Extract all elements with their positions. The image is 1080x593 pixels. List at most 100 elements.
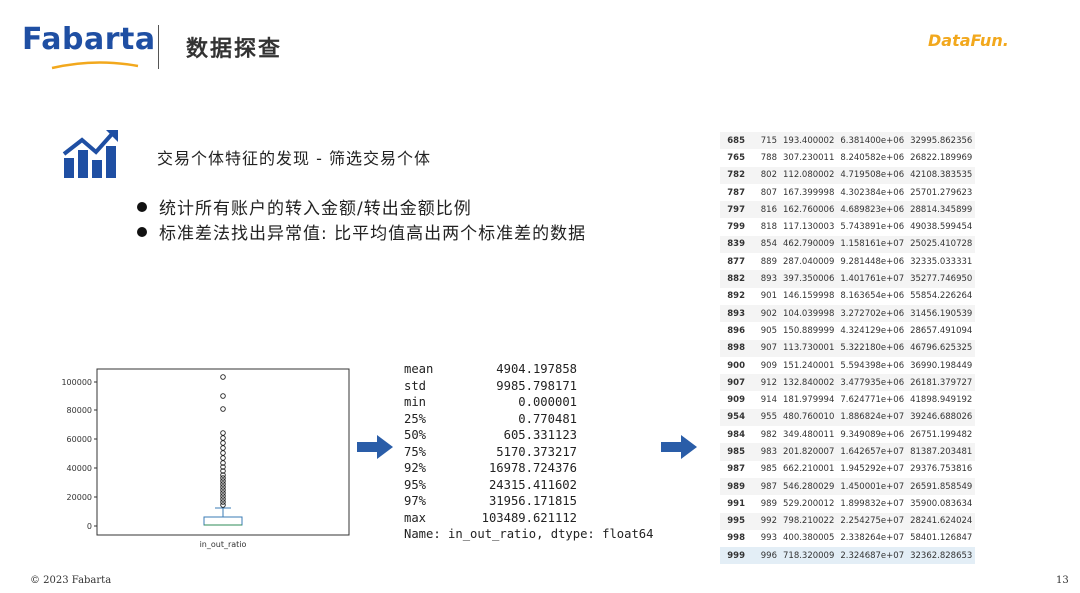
copyright: © 2023 Fabarta xyxy=(30,575,112,586)
table-cell: 4.324129e+06 xyxy=(840,325,905,336)
table-cell: 26181.379727 xyxy=(907,374,976,392)
row-index: 797 xyxy=(720,201,748,219)
xaxis-label: in_out_ratio xyxy=(200,540,247,549)
table-cell: 798.210022 xyxy=(780,512,838,530)
row-index: 909 xyxy=(727,395,745,406)
boxplot-chart: 100000 80000 60000 40000 20000 0 xyxy=(61,368,350,549)
table-cell: 546.280029 xyxy=(780,477,838,496)
ytick-label: 0 xyxy=(87,522,92,531)
bullet-list: 统计所有账户的转入金额/转出金额比例 标准差法找出异常值: 比平均值高出两个标准… xyxy=(137,197,586,247)
row-index: 989 xyxy=(720,477,748,496)
row-index: 900 xyxy=(727,360,745,371)
table-cell: 1.886824e+07 xyxy=(837,408,908,427)
table-cell: 807 xyxy=(760,187,777,198)
table-cell: 907 xyxy=(748,339,780,357)
row-index: 892 xyxy=(727,291,745,302)
table-cell: 132.840002 xyxy=(780,374,838,392)
bullet-text: 统计所有账户的转入金额/转出金额比例 xyxy=(159,199,472,219)
row-index: 999 xyxy=(720,547,748,565)
table-cell: 902 xyxy=(748,304,780,323)
page-title: 数据探查 xyxy=(186,37,283,62)
table-cell: 112.080002 xyxy=(780,166,838,184)
bullet-dot-icon xyxy=(137,202,147,212)
row-index: 882 xyxy=(720,270,748,288)
table-cell: 2.324687e+07 xyxy=(837,547,908,565)
table-cell: 28814.345899 xyxy=(907,201,976,219)
page-number: 13 xyxy=(1056,575,1069,586)
row-index: 685 xyxy=(720,132,748,150)
table-cell: 25701.279623 xyxy=(910,187,973,198)
stat-row: 25%0.770481 xyxy=(404,411,577,426)
table-cell: 5.743891e+06 xyxy=(840,222,905,233)
table-cell: 5.322180e+06 xyxy=(837,339,908,357)
row-index: 998 xyxy=(727,533,745,544)
table-cell: 1.642657e+07 xyxy=(837,443,908,461)
table-cell: 25025.410728 xyxy=(907,235,976,254)
stat-row: 92%16978.724376 xyxy=(404,461,577,475)
table-cell: 912 xyxy=(748,374,780,392)
right-arrow-icon xyxy=(357,435,393,459)
table-cell: 3.477935e+06 xyxy=(837,374,908,392)
table-cell: 35277.746950 xyxy=(907,270,976,288)
row-index: 799 xyxy=(727,222,745,233)
table-cell: 983 xyxy=(748,443,780,461)
table-cell: 193.400002 xyxy=(780,132,838,150)
table-cell: 9.281448e+06 xyxy=(840,256,905,267)
table-cell: 397.350006 xyxy=(780,270,838,288)
row-index: 896 xyxy=(727,325,745,336)
table-cell: 42108.383535 xyxy=(907,166,976,184)
table-cell: 26751.199482 xyxy=(910,429,973,440)
stat-row: 75%5170.373217 xyxy=(404,444,577,459)
stat-row: 95%24315.411602 xyxy=(404,477,577,492)
table-cell: 28657.491094 xyxy=(910,325,973,336)
table-cell: 36990.198449 xyxy=(910,360,973,371)
row-index: 839 xyxy=(720,235,748,254)
table-cell: 307.230011 xyxy=(783,152,835,163)
table-cell: 4.302384e+06 xyxy=(840,187,905,198)
table-cell: 6.381400e+06 xyxy=(837,132,908,150)
table-cell: 81387.203481 xyxy=(907,443,976,461)
table-cell: 914 xyxy=(760,395,777,406)
row-index: 995 xyxy=(720,512,748,530)
table-cell: 32362.828653 xyxy=(907,547,976,565)
table-cell: 854 xyxy=(748,235,780,254)
table-cell: 4.719508e+06 xyxy=(837,166,908,184)
table-cell: 349.480011 xyxy=(783,429,835,440)
table-cell: 987 xyxy=(748,477,780,496)
table-cell: 8.240582e+06 xyxy=(840,152,905,163)
stat-dtype: Name: in_out_ratio, dtype: float64 xyxy=(404,527,654,541)
table-cell: 982 xyxy=(760,429,777,440)
table-cell: 55854.226264 xyxy=(910,291,973,302)
table-cell: 718.320009 xyxy=(780,547,838,565)
table-cell: 4.689823e+06 xyxy=(837,201,908,219)
box xyxy=(203,516,243,526)
table-cell: 1.401761e+07 xyxy=(837,270,908,288)
ytick-label: 20000 xyxy=(67,493,92,502)
table-cell: 58401.126847 xyxy=(910,533,973,544)
table-cell: 35900.083634 xyxy=(910,498,973,509)
datafun-logo: DataFun. xyxy=(928,31,1009,50)
row-index: 765 xyxy=(727,152,745,163)
ytick-label: 40000 xyxy=(67,464,92,473)
table-cell: 893 xyxy=(748,270,780,288)
